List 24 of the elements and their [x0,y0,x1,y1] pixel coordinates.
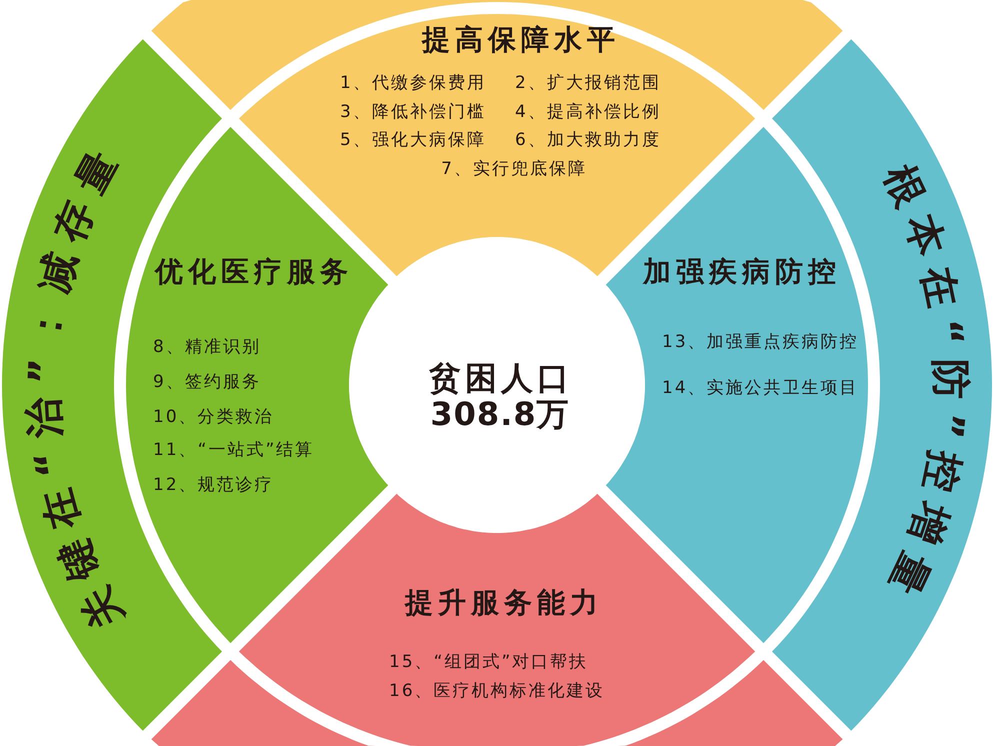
list-item: 8、精准识别 [153,336,261,358]
list-item: 3、降低补偿门槛 [340,102,486,122]
list-item: 5、强化大病保障 [340,130,486,150]
sector-heading: 提升服务能力 [405,586,603,620]
list-item: 1、代缴参保费用 [340,72,486,94]
list-item: 7、实行兜底保障 [441,158,587,180]
curved-slogan: 根本在“防”控增量 [874,158,974,612]
list-item: 11、“一站式”结算 [153,440,314,460]
sector-heading: 优化医疗服务 [155,255,353,289]
list-item: 2、扩大报销范围 [515,72,661,94]
sector-heading: 提高保障水平 [422,23,620,57]
list-item: 12、规范诊疗 [153,474,274,496]
list-item: 13、加强重点疾病防控 [662,332,859,352]
curved-slogan: 关键在“治”：减存量 [20,134,132,636]
list-item: 16、医疗机构标准化建设 [389,680,605,702]
center-value: 308.8万 [430,394,570,434]
list-item: 14、实施公共卫生项目 [662,378,859,398]
list-item: 9、签约服务 [153,372,261,392]
list-item: 4、提高补偿比例 [515,102,661,122]
center-label: 贫困人口 [429,358,573,398]
list-item: 10、分类救治 [153,406,274,428]
list-item: 6、加大救助力度 [515,130,661,150]
list-item: 15、“组团式”对口帮扶 [389,652,588,672]
sector-heading: 加强疾病防控 [643,255,841,289]
